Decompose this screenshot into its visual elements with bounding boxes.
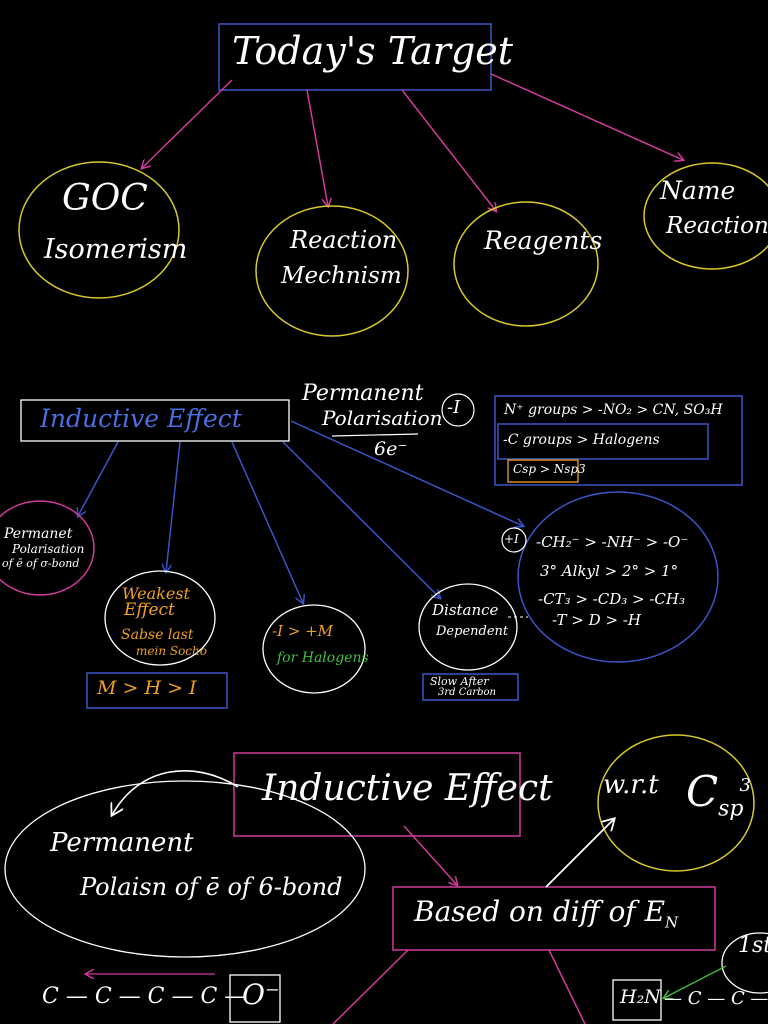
arrow-to-bubble2: [166, 441, 181, 572]
plus-i-badge: [501, 527, 527, 553]
reactions-label: Reactions: [666, 213, 768, 239]
bubble4-line1: Distance: [432, 601, 499, 619]
bubble1-line2: Polarisation: [12, 542, 85, 556]
first-label: 1st: [738, 933, 768, 958]
inductive-title: Inductive Effect: [40, 404, 242, 433]
inductive-title-box: [20, 399, 290, 442]
arrow-to-goc: [142, 79, 233, 168]
bubble2-line4: mein Socho: [136, 644, 207, 658]
o-minus-box: [229, 974, 281, 1023]
name-label: Name: [660, 176, 736, 205]
plus-i-line4: -T > D > -H: [552, 611, 641, 629]
arrow-to-wrt: [545, 819, 614, 888]
slow-line1: Slow After: [430, 675, 489, 688]
bubble2-line3: Sabse last: [121, 627, 194, 643]
o-minus-label: O⁻: [242, 978, 280, 1011]
plus-i-label: +I: [504, 532, 519, 546]
based-on-box: [392, 886, 716, 951]
target-title: Today's Target: [232, 29, 514, 73]
minus-i-line1: N⁺ groups > -NO₂ > CN, SO₃H: [504, 402, 723, 418]
bubble2-line2: Effect: [124, 600, 175, 620]
note-permanent: Permanent: [302, 381, 424, 406]
plus-i-line3: -CT₃ > -CD₃ > -CH₃: [538, 590, 685, 608]
csp3-sub: sp: [718, 796, 744, 822]
name-reactions-circle: [643, 162, 768, 270]
green-arrow: [664, 965, 727, 998]
polarisation-underline: [331, 433, 419, 437]
wrt-label: w.r.t: [603, 770, 659, 800]
bubble4-line2: Dependent: [436, 624, 509, 639]
minus-i-line2: -C groups > Halogens: [503, 432, 660, 448]
plus-i-circle: [517, 491, 719, 663]
carbon-chain: C — C — C — C —: [42, 984, 247, 1009]
based-on-label: Based on diff of EN: [414, 897, 678, 931]
minus-i-inner-box: [497, 423, 709, 460]
first-circle: [721, 932, 768, 994]
arrow-to-bubble3: [231, 441, 303, 603]
bubble2-circle: [104, 570, 216, 666]
minus-i-label: -I: [447, 397, 461, 418]
bottom-title-box: [233, 752, 521, 837]
curved-arrow: [112, 769, 239, 815]
csp3-sup: 3: [739, 775, 751, 796]
bubble3-line1: -I > +M: [272, 622, 334, 640]
bubble2-line1: Weakest: [122, 584, 190, 603]
bottom-title: Inductive Effect: [262, 768, 553, 809]
based-on-text: Based on diff of E: [414, 895, 666, 928]
minus-i-line3: Csp > Nsp3: [513, 462, 586, 476]
minus-i-outer-box: [494, 395, 743, 486]
bubble1-line1: Permanet: [4, 526, 73, 542]
bubble3-circle: [262, 604, 366, 694]
mechnism-label: Mechnism: [281, 263, 402, 289]
minus-i-circle: [441, 393, 475, 427]
note-sigma-electron: 6e⁻: [374, 438, 408, 460]
arrow-to-based-on: [403, 825, 457, 885]
branch-left: [332, 949, 409, 1024]
h2n-chain: — C — C —: [664, 988, 768, 1009]
csp3-label: Csp3: [686, 767, 755, 822]
goc-label: GOC: [62, 178, 148, 219]
bubble4-circle: [418, 583, 518, 671]
h2n-label: H₂N: [620, 986, 661, 1008]
wrt-circle: [597, 734, 755, 872]
arrow-to-name-reactions: [490, 73, 683, 160]
h2n-box: [612, 979, 662, 1021]
slow-line2: 3rd Carbon: [438, 687, 496, 698]
reaction-label: Reaction: [290, 226, 398, 254]
definition-line2: Polaisn of ē of 6-bond: [80, 873, 343, 901]
definition-ellipse: [4, 780, 366, 958]
bubble3-line2: for Halogens: [277, 650, 369, 666]
arrow-to-bubble1: [78, 441, 119, 516]
order-text: M > H > I: [97, 677, 197, 699]
reagents-circle: [453, 201, 599, 327]
bubble1-line3: of ē of σ-bond: [2, 557, 80, 570]
based-on-sub: N: [665, 913, 679, 932]
reagents-label: Reagents: [484, 226, 603, 255]
csp-box: [507, 459, 579, 483]
branch-right: [548, 949, 586, 1024]
reaction-circle: [255, 205, 409, 337]
order-box: [86, 672, 228, 709]
definition-line1: Permanent: [50, 828, 194, 858]
arrow-to-reaction: [306, 89, 328, 206]
note-polarisation: Polarisation: [322, 406, 443, 430]
csp3-c: C: [686, 767, 719, 816]
slow-box: [422, 673, 519, 701]
arrow-to-reagents: [401, 89, 496, 211]
arrow-to-bubble4: [282, 441, 440, 598]
plus-i-line1: -CH₂⁻ > -NH⁻ > -O⁻: [536, 533, 689, 551]
target-title-box: [218, 23, 492, 91]
isomerism-label: Isomerism: [44, 234, 188, 265]
bubble1-circle: [0, 500, 95, 596]
goc-circle: [18, 161, 180, 299]
arrow-to-plus-i: [290, 420, 523, 526]
plus-i-line2: 3° Alkyl > 2° > 1°: [540, 562, 679, 580]
